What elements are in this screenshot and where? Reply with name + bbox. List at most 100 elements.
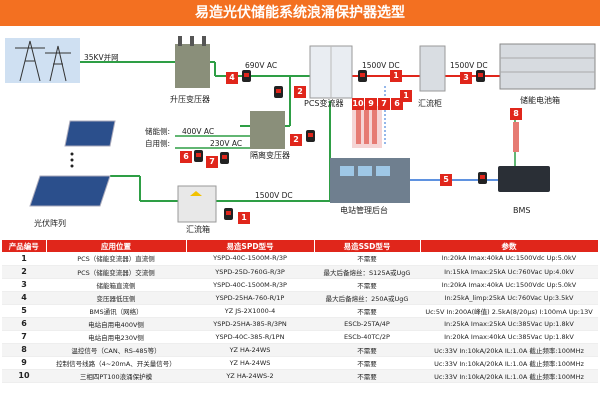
table-cell: In:25kA_limp:25kA Uc:760Vac Up:3.5kV [420,291,598,305]
table-cell: 8 [2,343,46,357]
spd-badge-6: 6 [180,151,192,163]
spd-device-icon [358,70,367,82]
table-cell: Uc:5V In:200A(峰值) 2.5kA(8/20μs) I:100mA … [420,304,598,318]
step-up-transformer-icon [175,36,210,88]
table-cell: YZ JS-2X1000-4 [186,304,314,318]
spd-badge-9: 9 [365,98,377,110]
table-cell: ESCb-40TC/2P [314,330,420,344]
table-cell: 电站自用电230V侧 [46,330,186,344]
header-product-no: 产品编号 [2,240,47,252]
table-cell: 不需要 [314,369,420,383]
combiner-cabinet-label: 汇流柜 [418,99,442,108]
pv-array-label: 光伏阵列 [34,219,66,228]
table-cell: 最大后备熔丝：250A或UgG [314,291,420,305]
storage-side-label: 储能侧: [145,127,171,136]
table-cell: Uc:33V In:10kA/20kA IL:1.0A 截止频率:100MHz [420,356,598,370]
table-cell: 10 [2,369,46,383]
battery-box-label: 储能电池箱 [520,96,560,105]
table-cell: In:25kA Imax:25kA Uc:385Vac Up:1.8kV [420,317,598,331]
table-cell: 4 [2,291,46,305]
grid-voltage-label: 35KV并网 [84,53,119,62]
table-cell: 不需要 [314,278,420,292]
bms-unit-icon [498,166,550,192]
spd-badge-7: 7 [206,156,218,168]
power-tower-icon [5,38,80,83]
table-cell: 储能箱直流侧 [46,278,186,292]
spd-device-icon [194,150,203,162]
table-cell: 3 [2,278,46,292]
table-cell: 7 [2,330,46,344]
table-cell: 电站自用电400V侧 [46,317,186,331]
isolation-transformer-label: 隔离变压器 [250,151,290,160]
spd-badge-6-rack: 6 [391,98,403,110]
table-cell: In:20kA Imax:40kA Uc:385Vac Up:1.8kV [420,330,598,344]
self-use-side-label: 自用侧: [145,139,171,148]
spd-badge-2-pcs: 2 [294,86,306,98]
spd-device-icon [306,130,315,142]
combiner-box-label: 汇流箱 [186,225,210,234]
table-cell: PCS（储能变流器）直流侧 [46,252,186,266]
dc-1500-right-label: 1500V DC [450,61,488,70]
spd-device-icon [220,152,229,164]
table-cell: YZ HA-24WS-2 [186,369,314,383]
spd-badge-2-iso: 2 [290,134,302,146]
spd-device-icon [242,70,251,82]
dc-1500-top-label: 1500V DC [362,61,400,70]
spd-badge-5: 5 [440,174,452,186]
table-cell: 9 [2,356,46,370]
combiner-box-icon [177,185,217,223]
ac-690-label: 690V AC [245,61,278,70]
table-cell: ESCb-25TA/4P [314,317,420,331]
table-cell: 变压器低压侧 [46,291,186,305]
dc-1500-bottom-label: 1500V DC [255,191,293,200]
pcs-converter-icon [309,45,353,99]
table-cell: BMS通讯（网络） [46,304,186,318]
table-cell: In:20kA Imax:40kA Uc:1500Vdc Up:5.0kV [420,252,598,266]
table-cell: 控制信号线路（4~20mA、开关量信号） [46,356,186,370]
table-cell: YSPD-25D-760G-R/3P [186,265,314,279]
table-cell: YSPD-25HA-385-R/3PN [186,317,314,331]
table-cell: 不需要 [314,304,420,318]
table-cell: 1 [2,252,46,266]
table-cell: 温控信号（CAN、RS-485等） [46,343,186,357]
ac-230-label: 230V AC [210,139,243,148]
table-cell: 2 [2,265,46,279]
table-cell: YSPD-40C-1500M-R/3P [186,252,314,266]
table-cell: YZ HA-24WS [186,356,314,370]
spd-badge-1-combiner: 1 [400,90,412,102]
spd-device-icon [274,86,283,98]
spd-badge-8: 8 [510,108,522,120]
table-cell: 三相四PT100浪涌保护模 [46,369,186,383]
table-cell: Uc:33V In:10kA/20kA IL:1.0A 截止频率:100MHz [420,343,598,357]
combiner-cabinet-icon [419,45,446,92]
spd-badge-10: 10 [352,98,364,110]
table-cell: PCS（储能变流器）交流侧 [46,265,186,279]
ac-400-label: 400V AC [182,127,215,136]
table-cell: 5 [2,304,46,318]
table-cell: YZ HA-24WS [186,343,314,357]
table-cell: Uc:33V In:10kA/20kA IL:1.0A 截止频率:100MHz [420,369,598,383]
table-cell: In:15kA Imax:25kA Uc:760Vac Up:4.0kV [420,265,598,279]
table-cell: YSPD-40C-385-R/1PN [186,330,314,344]
battery-box-icon [499,43,596,90]
step-up-transformer-label: 升压变压器 [170,95,210,104]
table-cell: 6 [2,317,46,331]
header-spd-model: 易造SPD型号 [186,240,315,252]
header-location: 应用位置 [46,240,187,252]
spd-badge-1-box: 1 [238,212,250,224]
pcs-label: PCS变流器 [304,99,344,108]
spd-device-icon [476,70,485,82]
diagram-lines [5,36,596,223]
spd-badge-4: 4 [226,72,238,84]
spd-badge-1-pcs-dc: 1 [390,70,402,82]
spd-badge-7-rack: 7 [378,98,390,110]
